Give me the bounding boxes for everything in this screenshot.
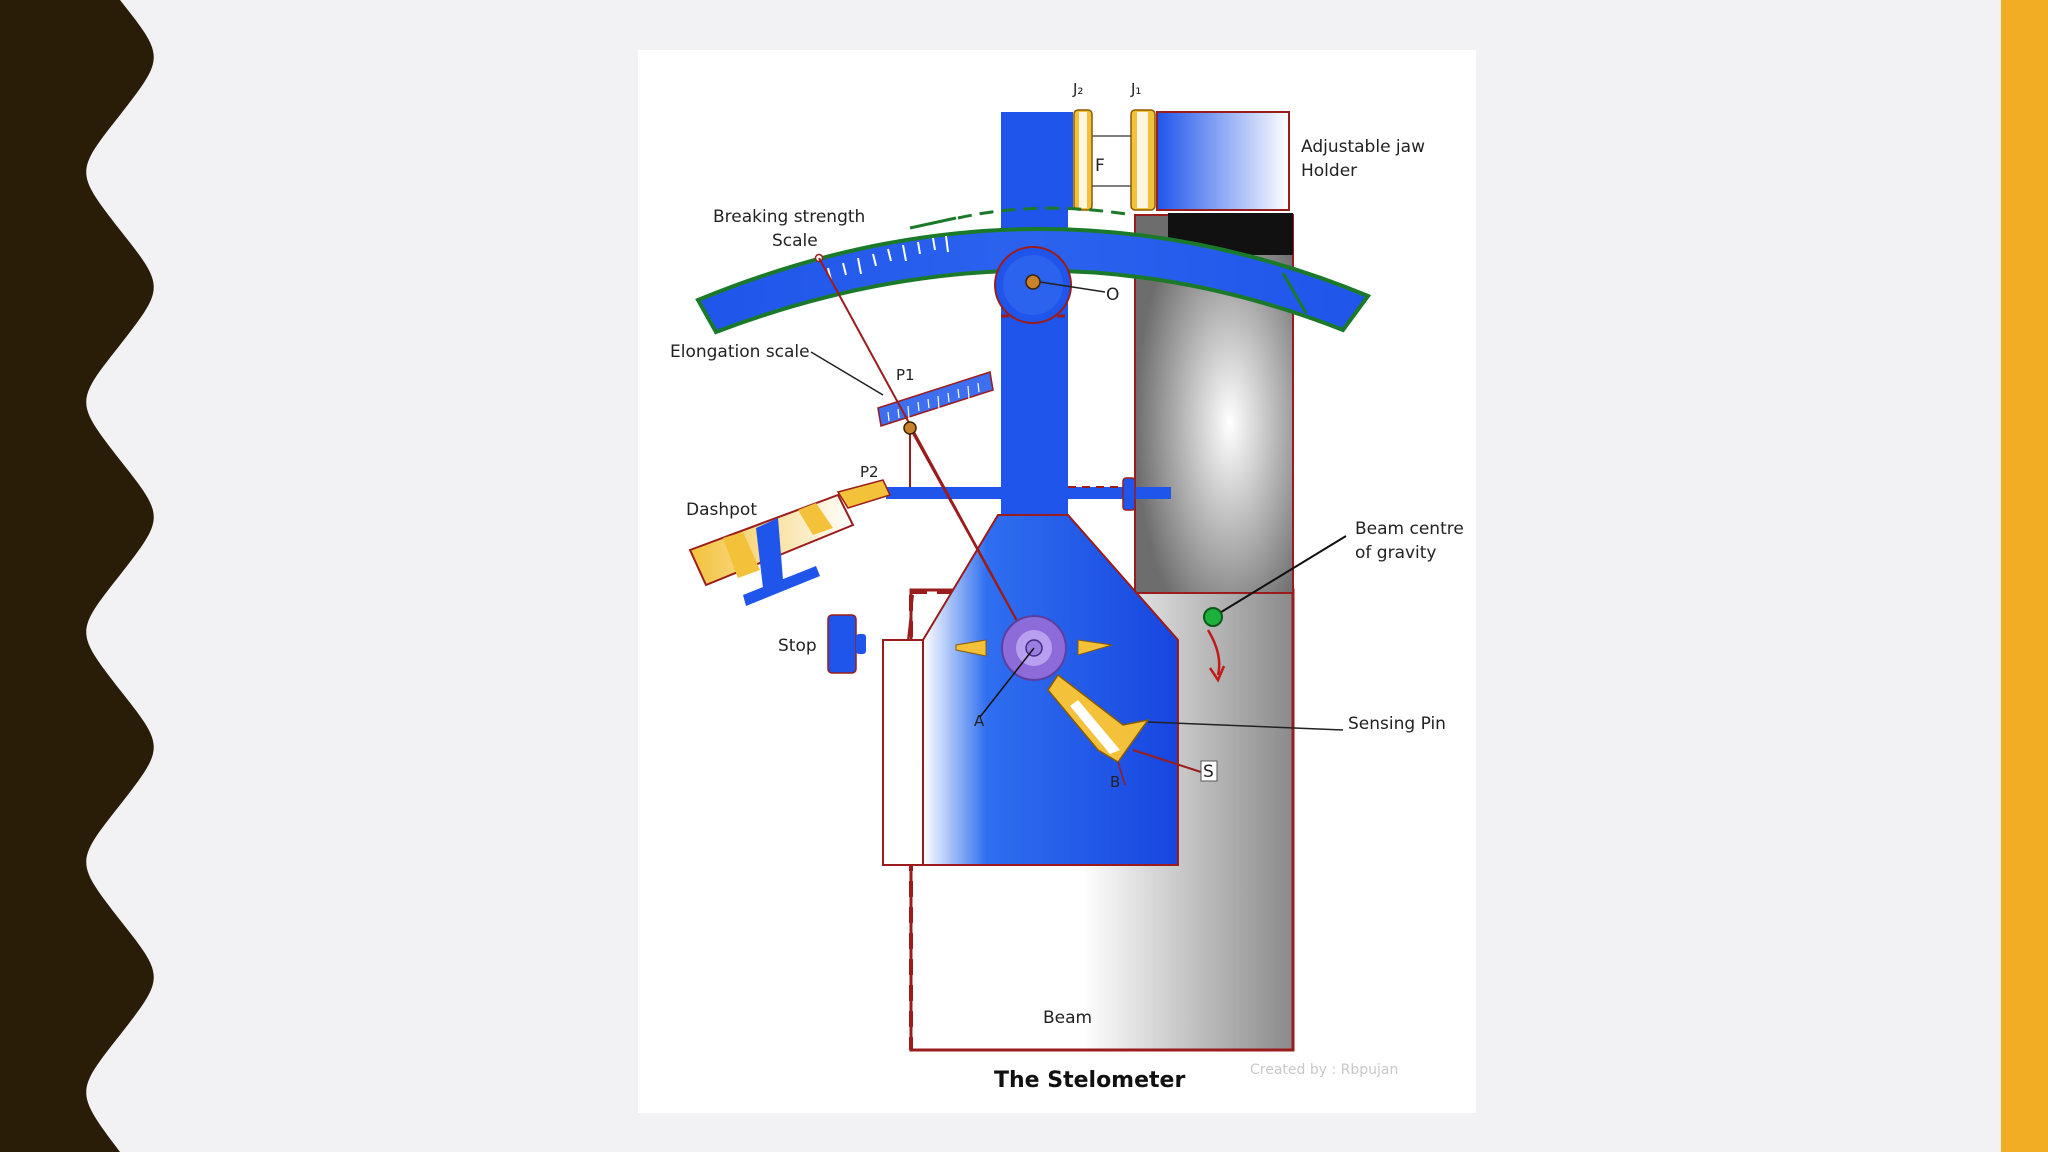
label-adjustable-jaw-line1: Adjustable jaw — [1301, 137, 1425, 157]
label-s: S — [1203, 762, 1214, 782]
connecting-arm — [886, 477, 1171, 511]
label-breaking-strength-line1: Breaking strength — [713, 207, 865, 227]
dashpot — [688, 479, 892, 606]
label-o: O — [1106, 285, 1119, 305]
pivot-o — [994, 246, 1106, 324]
label-j1: J₁ — [1130, 80, 1141, 98]
label-breaking-strength-line2: Scale — [772, 231, 818, 251]
label-elongation-scale: Elongation scale — [670, 342, 810, 362]
jaw-j1 — [1130, 109, 1156, 211]
left-wavy-band — [0, 0, 154, 1152]
stop — [827, 614, 866, 674]
pointers — [818, 257, 1034, 651]
label-j2: J₂ — [1072, 80, 1083, 98]
diagram-credit: Created by : Rbpujan — [1250, 1062, 1398, 1078]
elongation-scale — [810, 351, 994, 427]
label-beam: Beam — [1043, 1008, 1092, 1028]
label-sensing-pin: Sensing Pin — [1348, 714, 1446, 734]
label-p2: P2 — [860, 463, 879, 481]
label-beam-centre-line2: of gravity — [1355, 543, 1437, 563]
pivot-a — [955, 615, 1113, 718]
label-beam-centre-line1: Beam centre — [1355, 519, 1464, 539]
stelometer-diagram: J₂ J₁ F Adjustable jaw Holder Breaking s… — [670, 80, 1464, 1093]
label-p1: P1 — [896, 366, 915, 384]
label-a: A — [974, 712, 985, 730]
label-stop: Stop — [778, 636, 817, 656]
label-f: F — [1095, 156, 1105, 176]
right-accent-band — [2001, 0, 2048, 1152]
label-dashpot: Dashpot — [686, 500, 757, 520]
sensing-pin — [1047, 673, 1344, 786]
beam-centre-of-gravity — [1203, 535, 1347, 683]
pendulum-body — [882, 514, 1179, 866]
label-b: B — [1110, 773, 1120, 791]
jaw-j2 — [1073, 109, 1093, 211]
stelometer-figure: J₂ J₁ F Adjustable jaw Holder Breaking s… — [638, 50, 1476, 1113]
label-adjustable-jaw-line2: Holder — [1301, 161, 1357, 181]
adjustable-jaw-holder — [1001, 111, 1290, 211]
diagram-title: The Stelometer — [994, 1068, 1185, 1093]
